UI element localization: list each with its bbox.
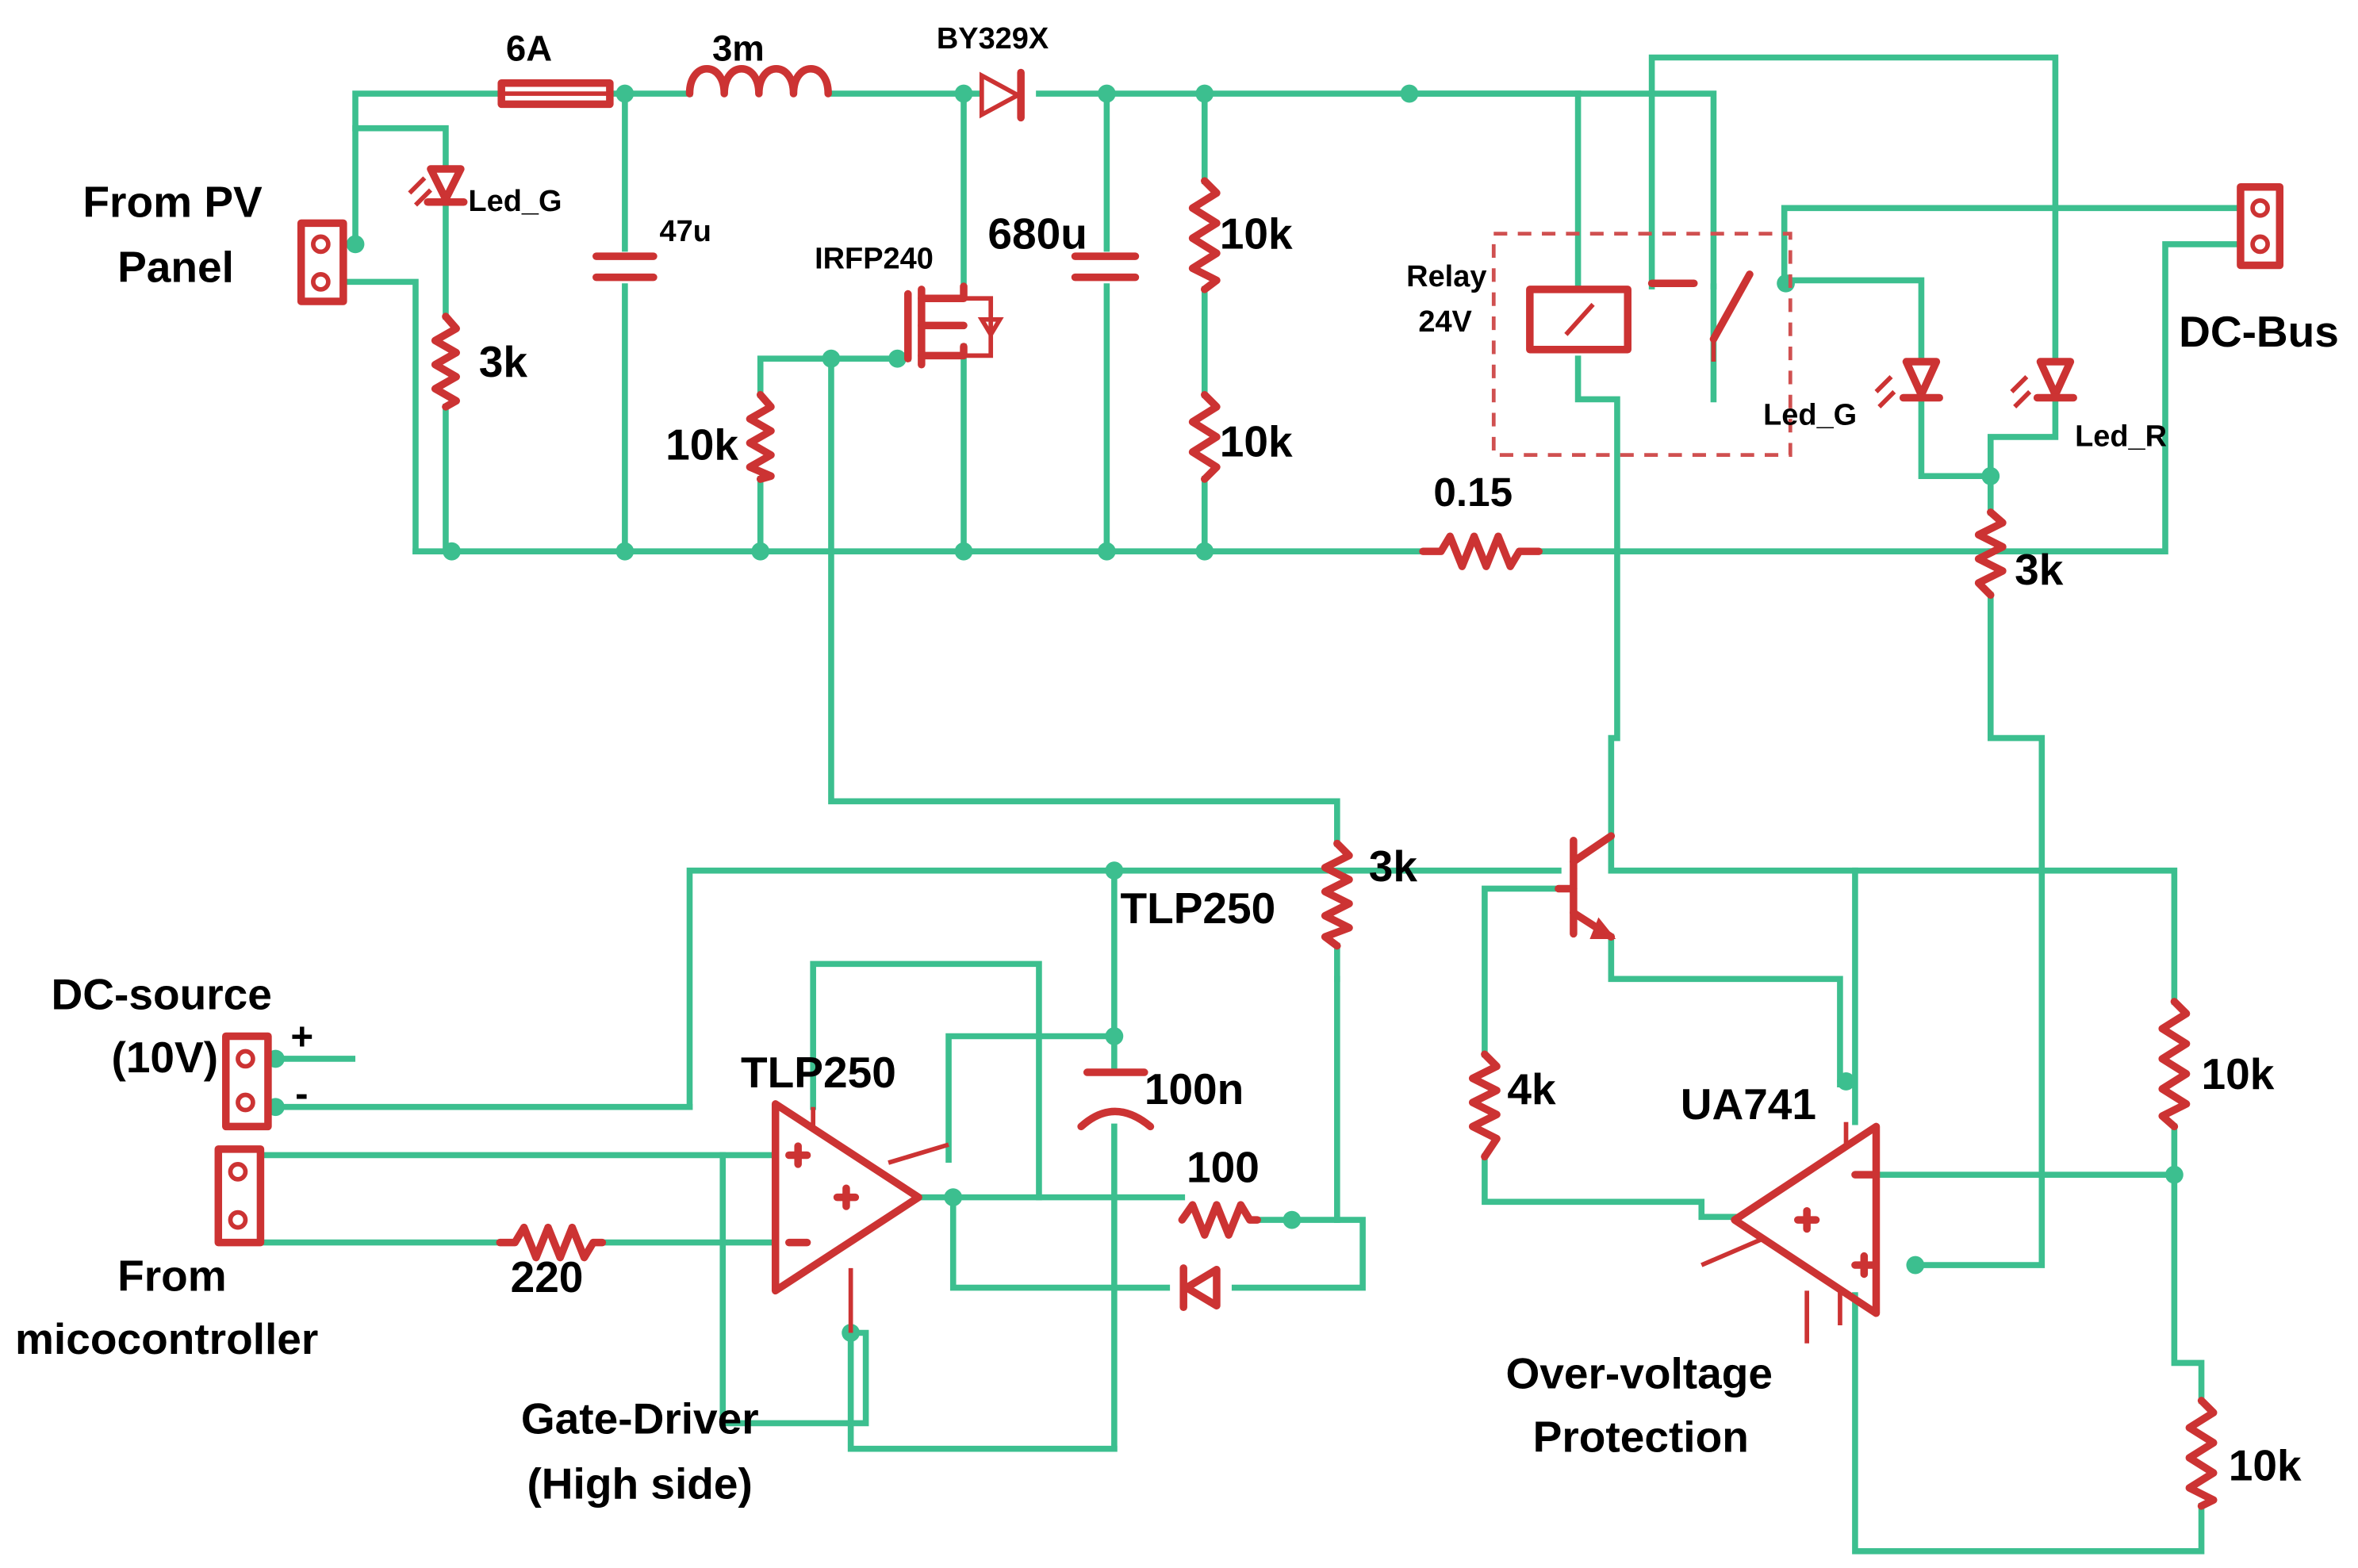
capacitor-47u (592, 252, 658, 282)
label-cap-47u: 47u (660, 215, 711, 248)
pv-panel-connector (297, 219, 347, 305)
diode-by329x (979, 68, 1025, 122)
label-micro-2: micocontroller (15, 1314, 318, 1363)
junction-nodes (266, 84, 2184, 1342)
label-r-4k: 4k (1507, 1064, 1556, 1114)
label-led-g-pv: Led_G (468, 185, 562, 218)
label-ovp-2: Protection (1533, 1412, 1749, 1461)
label-led-r-bus: Led_R (2075, 420, 2167, 453)
label-r-10k-b: 10k (2229, 1441, 2302, 1490)
wires (260, 54, 2244, 1555)
label-pv-title-2: Panel (117, 242, 234, 291)
ua741-opamp (1700, 1121, 1881, 1344)
label-r-10k-a: 10k (2202, 1049, 2275, 1098)
mosfet-irfp240 (904, 282, 1004, 369)
resistor-3k-pv (431, 312, 460, 411)
label-r-div-top: 10k (1220, 209, 1293, 259)
resistor-10k-div-bot (1188, 391, 1221, 483)
label-led-g-bus: Led_G (1763, 399, 1857, 432)
resistor-3k-bus (1974, 508, 2007, 599)
resistor-10k-right-bot (2185, 1397, 2218, 1510)
diode-gate (1179, 1264, 1221, 1311)
npn-transistor (1555, 832, 1616, 941)
resistor-10k-right-top (2158, 998, 2191, 1131)
label-cap-100n: 100n (1144, 1064, 1244, 1114)
resistor-220 (496, 1223, 607, 1262)
label-fuse: 6A (506, 28, 552, 68)
label-r-100: 100 (1187, 1143, 1260, 1192)
inductor-3m (685, 65, 832, 98)
label-gate-drv-2: (High side) (527, 1459, 752, 1508)
label-r-div-bot: 10k (1220, 417, 1293, 466)
resistor-10k-gate (746, 391, 775, 483)
led-green-pv (408, 165, 468, 207)
led-green-bus (1874, 358, 1943, 408)
label-cap-680u: 680u (987, 209, 1087, 259)
tlp250-driver (771, 1100, 949, 1333)
label-r-shunt: 0.15 (1433, 470, 1513, 515)
label-pv-title-1: From PV (82, 178, 263, 227)
dc-bus-connector (2237, 183, 2284, 270)
label-diode: BY329X (937, 22, 1049, 56)
label-micro-1: From (117, 1251, 227, 1300)
resistor-10k-div-top (1188, 177, 1221, 293)
relay-24v (1491, 232, 1792, 458)
label-r-gate: 10k (665, 420, 738, 469)
label-r-base: 3k (1369, 842, 1418, 891)
fuse-6a (497, 79, 614, 109)
label-r-220: 220 (511, 1252, 584, 1302)
led-red-bus (2010, 358, 2077, 408)
label-inductor: 3m (712, 28, 765, 68)
label-relay-2: 24V (1418, 305, 1472, 339)
dc-source-connector (222, 1032, 272, 1131)
label-tlp-top: TLP250 (1120, 884, 1275, 933)
label-gate-drv-1: Gate-Driver (521, 1394, 759, 1443)
resistor-3k-base (1321, 839, 1353, 950)
microcontroller-connector (214, 1145, 265, 1247)
label-plus: + (290, 1015, 313, 1059)
label-ovp-1: Over-voltage (1505, 1349, 1773, 1398)
capacitor-680u (1071, 252, 1140, 282)
label-r-pv-led: 3k (479, 337, 528, 386)
label-minus: - (295, 1072, 308, 1116)
label-tlp-amp: TLP250 (741, 1048, 896, 1097)
label-opamp: UA741 (1681, 1079, 1816, 1129)
resistor-shunt (1419, 532, 1543, 570)
resistor-4k (1468, 1050, 1501, 1161)
capacitor-100n (1077, 1068, 1155, 1131)
label-mosfet: IRFP240 (815, 242, 934, 275)
label-r-bus-led: 3k (2015, 545, 2064, 594)
label-dcbus: DC-Bus (2179, 307, 2339, 356)
label-dc-source-1: DC-source (52, 969, 272, 1018)
label-relay-1: Relay (1406, 260, 1486, 293)
resistor-100 (1178, 1201, 1261, 1239)
label-dc-source-2: (10V) (111, 1033, 218, 1082)
